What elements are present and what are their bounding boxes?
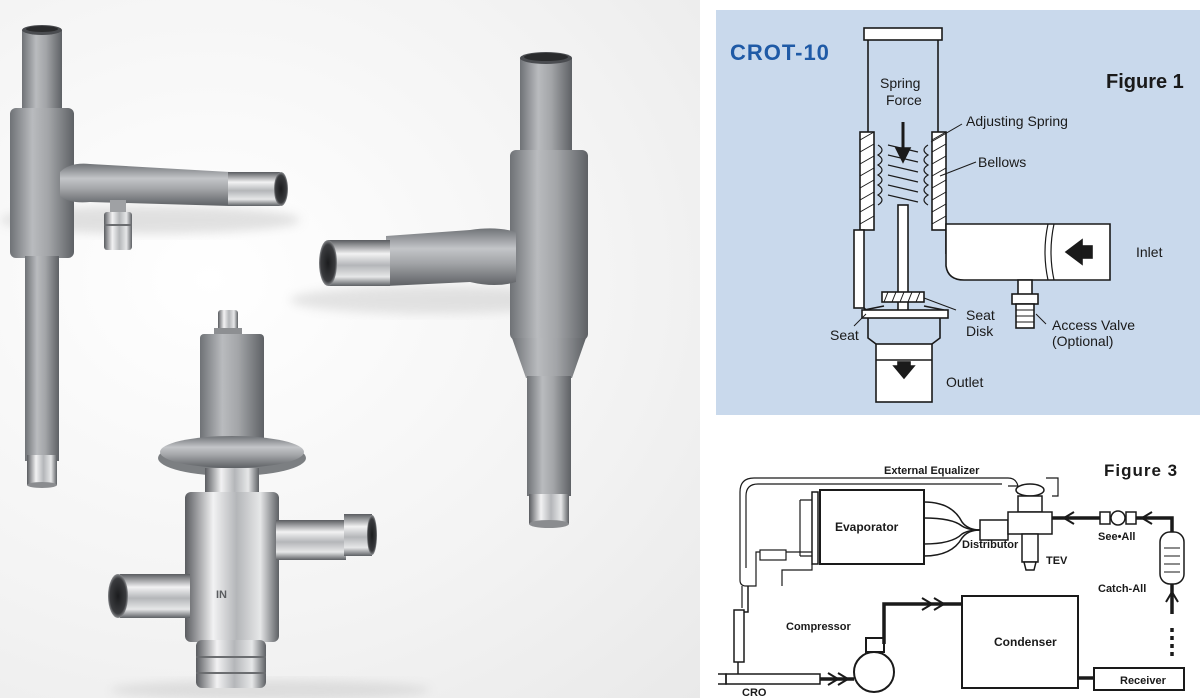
figure3-title: Figure 3 <box>1104 461 1178 480</box>
label-spring: Spring <box>880 75 920 91</box>
figure1-model-title: CROT-10 <box>730 40 830 65</box>
label-bellows: Bellows <box>978 154 1026 170</box>
distributor-body <box>979 519 1009 541</box>
valve-in-marking: IN <box>216 589 227 601</box>
label-distributor: Distributor <box>962 539 1019 551</box>
label-external-equalizer: External Equalizer <box>884 465 980 477</box>
figure1-leader-lines <box>853 123 1047 327</box>
label-force: Force <box>886 92 922 108</box>
see-all-indicator <box>1099 510 1137 526</box>
middle-valve <box>108 310 430 698</box>
label-condenser: Condenser <box>994 635 1057 649</box>
valve-photo: IN <box>0 25 588 698</box>
label-seat-disk-disk: Disk <box>966 323 994 339</box>
label-seat-disk-seat: Seat <box>966 307 995 323</box>
label-catch-all: Catch-All <box>1098 583 1146 595</box>
crot10-cross-section <box>853 27 1111 403</box>
right-valve <box>290 52 588 528</box>
label-inlet: Inlet <box>1136 244 1163 260</box>
figure3-panel <box>712 452 1200 698</box>
figure1-panel <box>716 10 1200 415</box>
evaporator-box <box>819 489 925 565</box>
catch-all-drier <box>1159 531 1185 585</box>
label-outlet: Outlet <box>946 374 983 390</box>
label-receiver: Receiver <box>1120 675 1167 687</box>
label-see-all: See•All <box>1098 531 1135 543</box>
figure3-diagram: Figure 3 Evaporator <box>718 461 1185 698</box>
label-tev: TEV <box>1046 555 1068 567</box>
tev-valve <box>1007 483 1053 571</box>
condenser-box <box>961 595 1079 689</box>
left-valve <box>0 25 300 488</box>
label-seat: Seat <box>830 327 859 343</box>
label-access-valve-optional: (Optional) <box>1052 333 1113 349</box>
figure1-diagram: CROT-10 Figure 1 <box>730 27 1184 403</box>
compressor <box>853 637 895 693</box>
label-cro: CRO <box>742 687 767 698</box>
label-adjusting-spring: Adjusting Spring <box>966 113 1068 129</box>
figure1-title: Figure 1 <box>1106 71 1184 93</box>
label-access-valve: Access Valve <box>1052 317 1135 333</box>
label-evaporator: Evaporator <box>835 520 899 534</box>
label-compressor: Compressor <box>786 621 852 633</box>
